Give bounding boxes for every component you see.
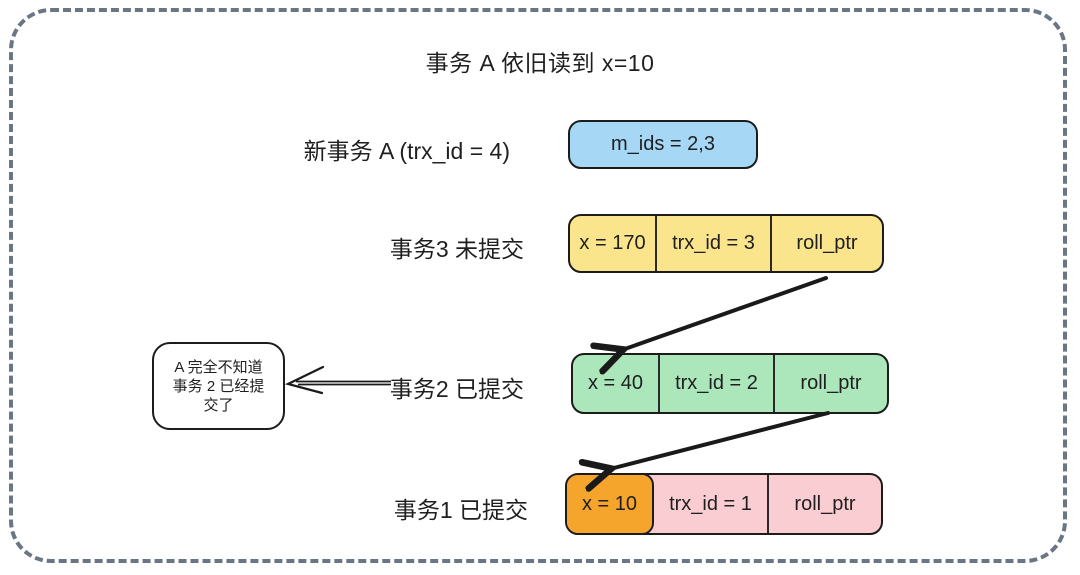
readview-box: m_ids = 2,3 <box>568 120 758 169</box>
callout-bubble: A 完全不知道 事务 2 已经提 交了 <box>152 342 285 430</box>
callout-line: A 完全不知道 <box>174 358 263 376</box>
trx1-roll-ptr-cell: roll_ptr <box>767 475 881 533</box>
trx2-x-value-cell: x = 40 <box>587 372 644 394</box>
dashed-border-frame <box>9 8 1067 563</box>
version-box-trx1: x = 10 trx_id = 1 roll_ptr <box>565 473 883 535</box>
label-trx2-committed: 事务2 已提交 <box>389 376 524 402</box>
version-box-trx2: x = 40 trx_id = 2 roll_ptr <box>571 353 889 414</box>
label-new-transaction-a: 新事务 A (trx_id = 4) <box>303 138 510 164</box>
trx2-trx-id-cell: trx_id = 2 <box>658 355 773 412</box>
version-box-trx3: x = 170 trx_id = 3 roll_ptr <box>568 214 884 273</box>
callout-line: 交了 <box>203 396 234 414</box>
trx3-trx-id-cell: trx_id = 3 <box>655 216 770 271</box>
readview-m-ids-cell: m_ids = 2,3 <box>611 133 715 155</box>
label-trx1-committed: 事务1 已提交 <box>393 497 528 523</box>
trx2-roll-ptr-cell: roll_ptr <box>773 355 887 412</box>
trx1-x-value-cell-highlighted: x = 10 <box>567 475 654 533</box>
trx1-trx-id-cell: trx_id = 1 <box>669 492 752 515</box>
callout-line: 事务 2 已经提 <box>172 377 265 395</box>
diagram-title: 事务 A 依旧读到 x=10 <box>425 50 655 76</box>
trx3-roll-ptr-cell: roll_ptr <box>770 216 882 271</box>
label-trx3-uncommitted: 事务3 未提交 <box>389 236 524 262</box>
trx3-x-value-cell: x = 170 <box>579 232 646 254</box>
